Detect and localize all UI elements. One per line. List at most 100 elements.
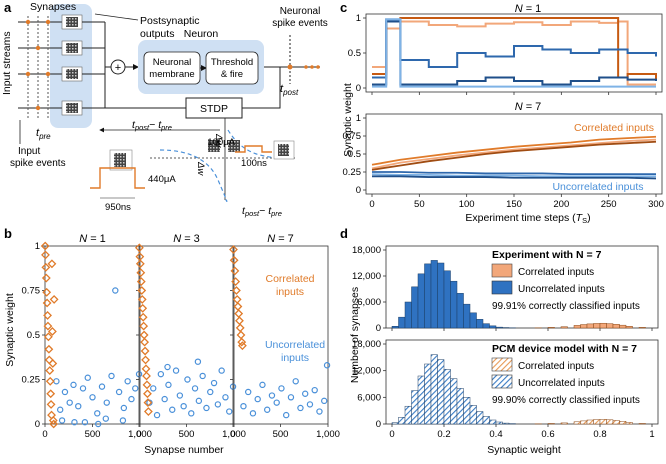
- d-bar-corr-0-2: [561, 327, 568, 328]
- c-corr-label: Correlated inputs: [574, 122, 654, 134]
- left-pulse-inset: 950ns 440μA: [90, 150, 176, 213]
- c-ytick-label-1-0: 0: [356, 185, 361, 196]
- d-bar-uncorr-1-4: [418, 376, 425, 424]
- synapses-label: Synapses: [30, 1, 76, 13]
- d-bar-corr-1-3: [574, 422, 581, 424]
- d-bar-uncorr-1-5: [425, 364, 432, 424]
- d-ytick-label-0-2: 12,000: [352, 271, 381, 282]
- b-point-uncorr-1-6: [170, 407, 175, 412]
- right-pulse-current: 100μA: [207, 137, 235, 148]
- b-xtick-label-2-0: 0: [230, 429, 235, 440]
- b-point-uncorr-2-10: [288, 395, 293, 400]
- b-ytick-label-1: 0.25: [22, 375, 41, 386]
- d-bar-uncorr-0-9: [451, 281, 458, 328]
- d-bar-corr-0-12: [639, 327, 646, 328]
- c-ytick-label-0-2: 1: [356, 13, 361, 24]
- b-ylabel: Synaptic weight: [4, 293, 16, 367]
- b-point-uncorr-1-4: [162, 396, 167, 401]
- b-point-uncorr-1-3: [158, 372, 163, 377]
- b-point-uncorr-2-0: [241, 404, 246, 409]
- d-bar-uncorr-1-12: [470, 405, 477, 424]
- b-frame-1: [139, 246, 234, 424]
- d-bar-corr-1-6: [594, 420, 601, 424]
- threshold-label-2: & fire: [221, 69, 243, 80]
- left-pulse-width: 950ns: [105, 202, 131, 213]
- d-bar-uncorr-0-14: [483, 324, 490, 328]
- c-ytick-label-0-0: 0: [356, 83, 361, 94]
- b-point-corr-0-8: [45, 333, 52, 340]
- d-top-accuracy: 99.91% correctly classified inputs: [492, 301, 640, 312]
- c-top-title: N = 1: [515, 3, 542, 15]
- b-point-corr-2-0: [230, 246, 237, 253]
- b-point-corr-1-13: [142, 356, 149, 363]
- b-point-corr-1-3: [137, 269, 144, 276]
- b-point-uncorr-2-18: [324, 363, 329, 368]
- d-bar-uncorr-0-0: [392, 326, 399, 328]
- b-point-uncorr-1-7: [173, 368, 178, 373]
- right-pulse-inset: 100μA 100ns: [207, 137, 294, 169]
- b-point-uncorr-1-21: [227, 409, 232, 414]
- b-point-uncorr-0-8: [90, 395, 95, 400]
- b-xtick-label-1-0: 0: [136, 429, 141, 440]
- d-bar-corr-1-2: [561, 423, 568, 424]
- d-top-title: Experiment with N = 7: [492, 249, 602, 261]
- b-point-uncorr-1-15: [204, 405, 209, 410]
- d-bar-corr-0-5: [587, 324, 594, 328]
- d-bar-corr-0-3: [574, 325, 581, 328]
- d-bottom-legend-uncorr: Uncorrelated inputs: [518, 378, 605, 389]
- b-point-corr-1-9: [140, 323, 147, 330]
- b-point-uncorr-0-22: [103, 416, 108, 421]
- b-point-uncorr-1-8: [177, 393, 182, 398]
- output-dot-1: [304, 65, 308, 69]
- b-point-corr-1-15: [143, 372, 150, 379]
- d-ytick-label-0-0: 0: [376, 323, 381, 334]
- input-streams-label: Input streams: [1, 31, 13, 95]
- d-xtick-label-5: 1: [649, 429, 654, 440]
- t-post-label: tpost: [280, 83, 299, 97]
- d-xtick-label-4: 0.8: [593, 429, 606, 440]
- b-point-uncorr-0-14: [117, 389, 122, 394]
- c-series-0-2: [372, 19, 656, 77]
- b-point-corr-2-2: [231, 267, 238, 274]
- output-spike: [288, 65, 293, 70]
- d-bar-uncorr-1-10: [457, 388, 464, 424]
- input-spike-5: [36, 106, 40, 110]
- b-point-uncorr-0-17: [129, 396, 134, 401]
- b-point-corr-1-19: [145, 408, 152, 415]
- d-bar-uncorr-1-9: [451, 379, 458, 424]
- b-point-uncorr-0-7: [85, 375, 90, 380]
- d-bar-uncorr-0-2: [405, 302, 412, 328]
- neuronal-label-2: spike events: [272, 18, 328, 29]
- b-point-uncorr-1-1: [151, 386, 156, 391]
- neuron-label: Neuron: [184, 28, 219, 40]
- b-point-uncorr-0-23: [120, 418, 125, 423]
- left-pulse-current: 440μA: [148, 174, 176, 185]
- outputs-label: outputs: [140, 28, 174, 40]
- d-bar-uncorr-1-14: [483, 416, 490, 424]
- b-point-uncorr-0-10: [99, 384, 104, 389]
- b-point-uncorr-1-9: [181, 404, 186, 409]
- b-corr-label-1: Correlated: [265, 273, 314, 285]
- d-ytick-label-1-3: 18,000: [352, 339, 381, 350]
- b-point-uncorr-0-9: [95, 411, 100, 416]
- b-point-uncorr-2-13: [303, 391, 308, 396]
- input-spike-label-2: spike events: [10, 158, 66, 169]
- d-xtick-label-1: 0.2: [437, 429, 450, 440]
- d-bar-uncorr-1-15: [490, 420, 497, 424]
- postsynaptic-pointer: [95, 14, 138, 20]
- b-point-corr-0-13: [47, 390, 54, 397]
- b-point-uncorr-1-5: [166, 382, 171, 387]
- d-top-legend-uncorr: Uncorrelated inputs: [518, 284, 605, 295]
- d-bar-uncorr-0-7: [438, 263, 445, 328]
- c-xtick-label-6: 300: [648, 199, 664, 210]
- c-xtick-label-1: 50: [414, 199, 425, 210]
- d-bar-corr-1-9: [613, 420, 620, 424]
- d-bar-uncorr-0-3: [412, 287, 419, 328]
- b-point-corr-0-16: [48, 260, 55, 267]
- threshold-label-1: Threshold: [211, 57, 253, 68]
- d-bar-corr-1-7: [600, 419, 607, 424]
- b-point-uncorr-1-14: [200, 373, 205, 378]
- b-point-corr-0-9: [45, 346, 52, 353]
- b-xtick-label-0-1: 500: [85, 429, 101, 440]
- b-point-uncorr-0-12: [109, 373, 114, 378]
